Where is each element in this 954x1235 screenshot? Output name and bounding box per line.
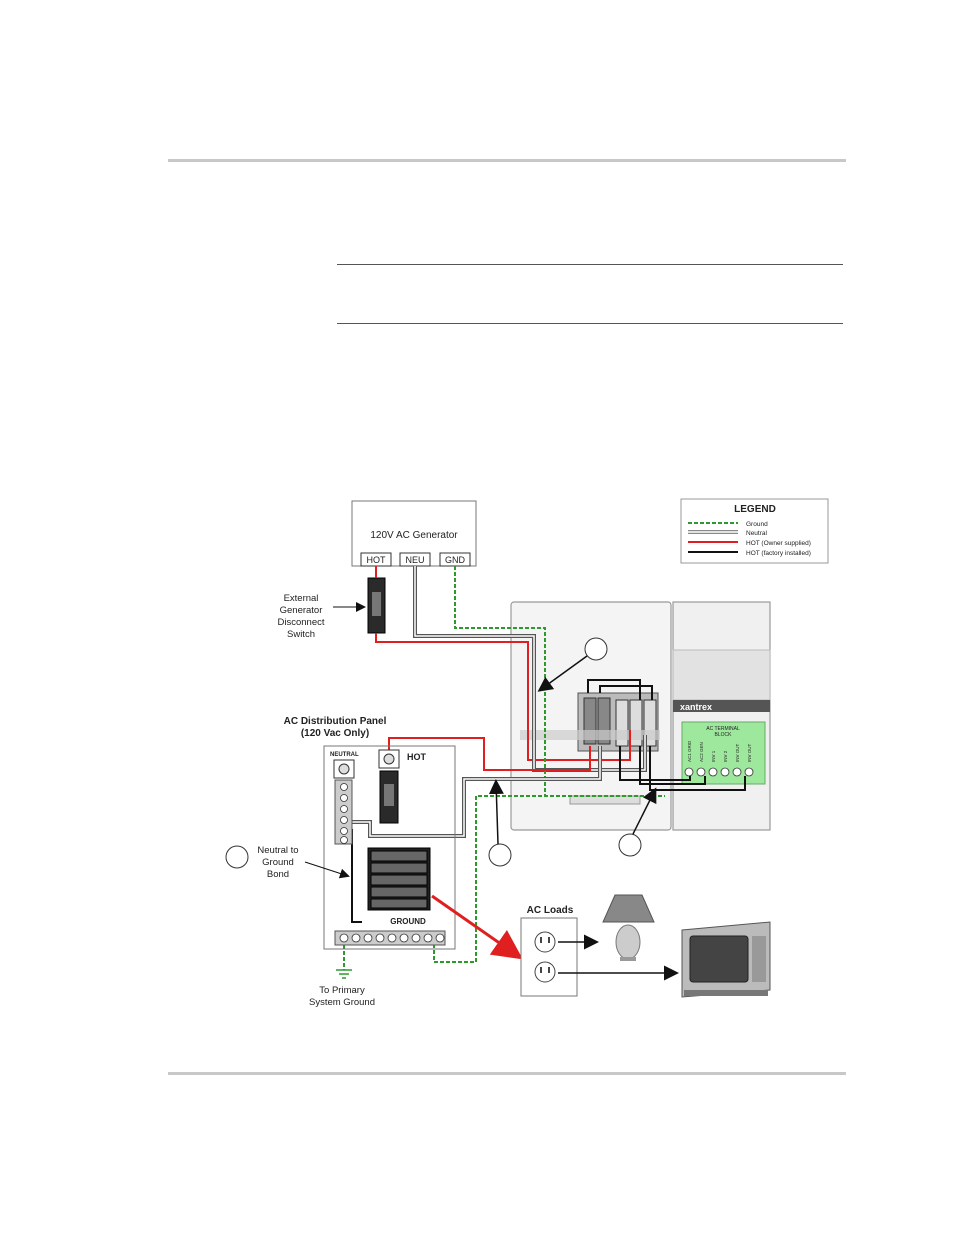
callout-circle-right bbox=[618, 833, 642, 857]
lamp-icon bbox=[602, 894, 655, 961]
panel-ground-label: GROUND bbox=[390, 917, 426, 926]
bond-label-3: Bond bbox=[267, 869, 289, 880]
legend-item-neutral: Neutral bbox=[746, 530, 768, 537]
generator-title: 120V AC Generator bbox=[370, 530, 458, 541]
footer-rule bbox=[168, 1072, 846, 1075]
callout-circle-left bbox=[225, 845, 249, 869]
legend-title: LEGEND bbox=[734, 504, 776, 515]
outlet-icon bbox=[534, 931, 556, 983]
generator-gnd-terminal: GND bbox=[445, 555, 466, 565]
legend-item-hot-owner: HOT (Owner supplied) bbox=[746, 540, 811, 547]
inverter-enclosure: xantrex AC TERMINAL BLOCK AC1 GRID AC2 G… bbox=[510, 601, 771, 831]
generator-neu-terminal: NEU bbox=[405, 555, 424, 565]
note-top-rule bbox=[337, 264, 843, 265]
bond-label-2: Ground bbox=[262, 857, 294, 868]
legend: LEGEND Ground Neutral HOT (Owner supplie… bbox=[680, 498, 829, 564]
generator: 120V AC Generator HOT NEU GND bbox=[351, 500, 477, 567]
note-bottom-rule bbox=[337, 323, 843, 324]
terminal-inv2: INV 2 bbox=[723, 750, 728, 762]
panel-title-1: AC Distribution Panel bbox=[284, 716, 387, 727]
terminal-inv-out-1: INV OUT bbox=[735, 743, 740, 762]
terminal-block-title-1: AC TERMINAL bbox=[706, 726, 740, 732]
disconnect-label-3: Disconnect bbox=[278, 617, 325, 628]
generator-disconnect-switch: External Generator Disconnect Switch bbox=[278, 577, 386, 640]
disconnect-label-1: External bbox=[284, 593, 319, 604]
callout-circle-center bbox=[488, 843, 512, 867]
header-rule bbox=[168, 159, 846, 162]
panel-hot-label: HOT bbox=[407, 752, 427, 762]
terminal-ac2-gen: AC2 GEN bbox=[699, 742, 704, 762]
primary-ground-label-2: System Ground bbox=[309, 997, 375, 1008]
terminal-block-title-2: BLOCK bbox=[715, 732, 733, 738]
ground-symbol-icon bbox=[336, 969, 352, 979]
ac-loads-label: AC Loads bbox=[527, 905, 574, 916]
terminal-inv-out-2: INV OUT bbox=[747, 743, 752, 762]
bond-label-1: Neutral to bbox=[257, 845, 298, 856]
panel-breakers bbox=[367, 847, 431, 911]
legend-item-ground: Ground bbox=[746, 521, 768, 528]
terminal-ac1-grid: AC1 GRID bbox=[687, 740, 692, 762]
legend-item-hot-factory: HOT (factory installed) bbox=[746, 550, 811, 557]
television-icon bbox=[681, 921, 771, 998]
ac-distribution-panel: AC Distribution Panel (120 Vac Only) NEU… bbox=[284, 716, 456, 950]
panel-title-2: (120 Vac Only) bbox=[301, 728, 369, 739]
inverter-brand: xantrex bbox=[680, 702, 712, 712]
callout-circle-top bbox=[584, 637, 608, 661]
primary-ground-label-1: To Primary bbox=[319, 985, 365, 996]
generator-hot-terminal: HOT bbox=[367, 555, 387, 565]
ac-loads: AC Loads bbox=[520, 894, 771, 998]
terminal-inv1: INV 1 bbox=[711, 750, 716, 762]
disconnect-label-2: Generator bbox=[280, 605, 323, 616]
panel-neutral-label: NEUTRAL bbox=[330, 752, 359, 758]
disconnect-label-4: Switch bbox=[287, 629, 315, 640]
